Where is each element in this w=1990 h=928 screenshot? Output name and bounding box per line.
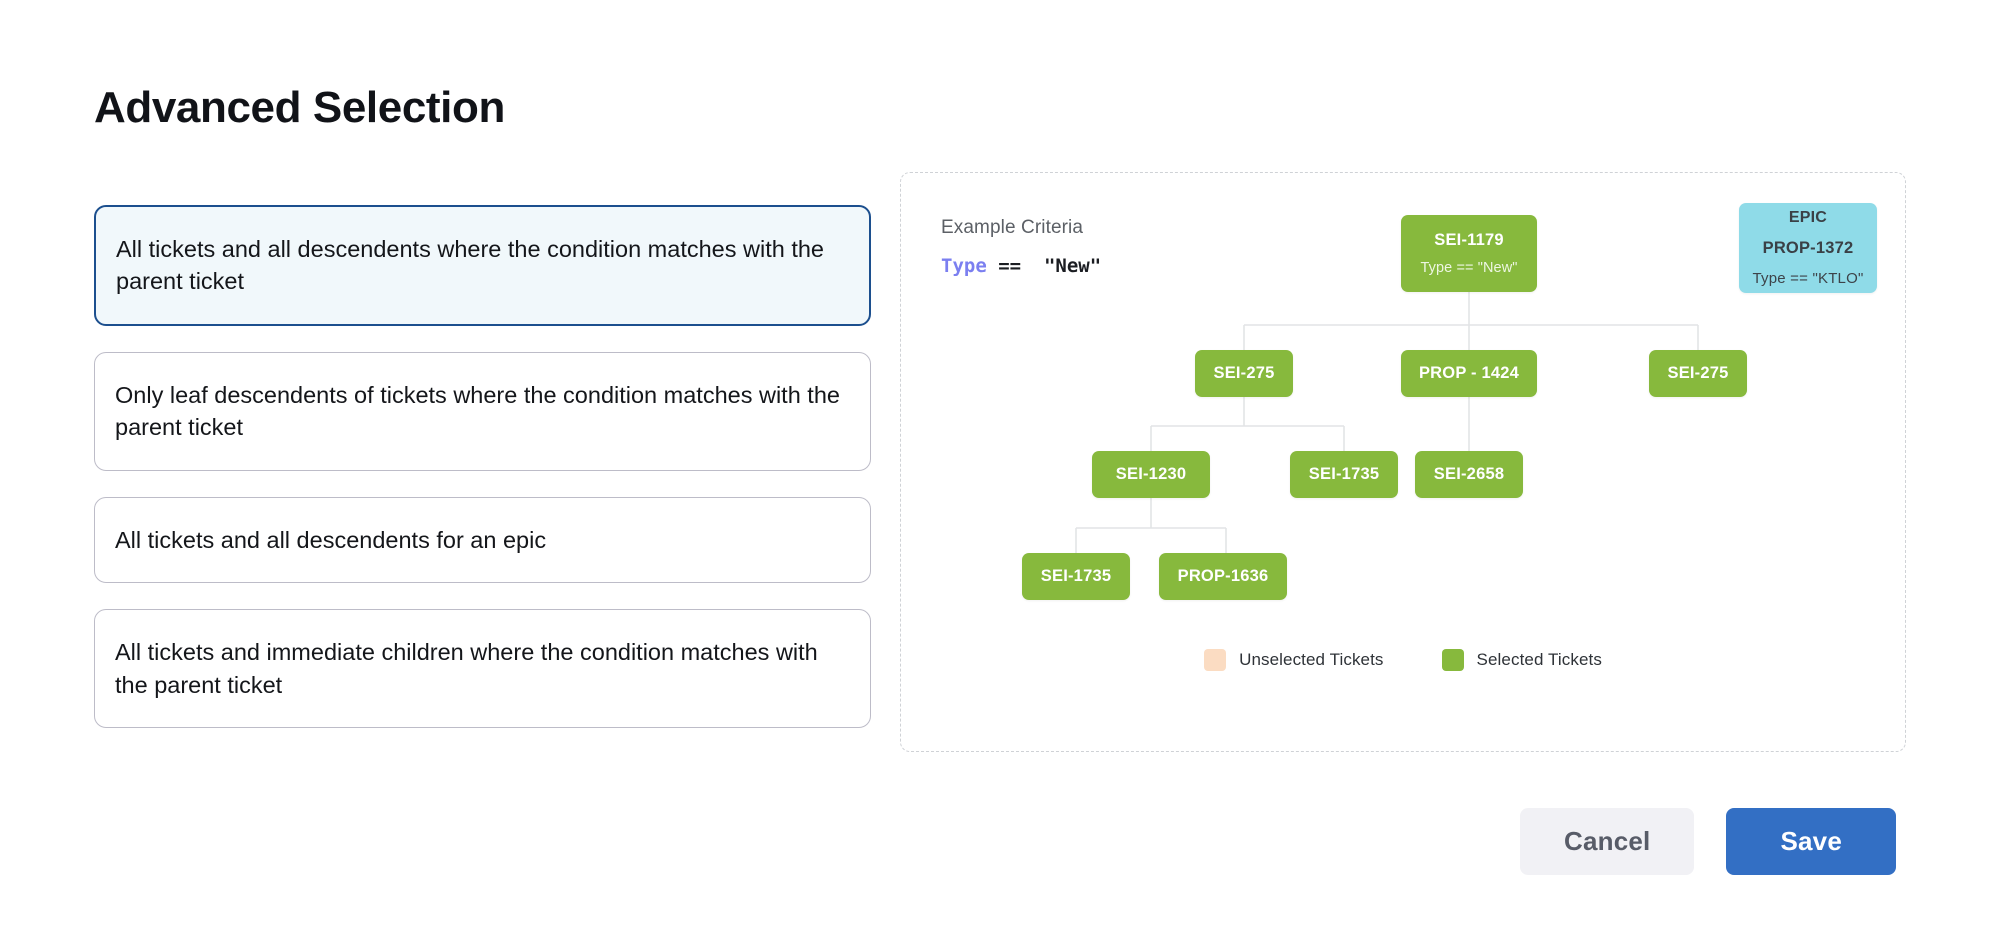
example-diagram-panel: Example Criteria Type == "New" xyxy=(900,172,1906,752)
option-label: Only leaf descendents of tickets where t… xyxy=(115,381,840,441)
node-id: SEI-1230 xyxy=(1115,465,1187,483)
node-sei-275-left[interactable]: SEI-275 xyxy=(1195,350,1293,397)
node-sei-1735-upper[interactable]: SEI-1735 xyxy=(1290,451,1398,498)
option-card-all-descendents[interactable]: All tickets and all descendents where th… xyxy=(94,205,871,326)
node-id: SEI-2658 xyxy=(1433,465,1505,483)
epic-condition: Type == "KTLO" xyxy=(1752,270,1864,287)
node-id: SEI-275 xyxy=(1667,364,1729,382)
legend-item-unselected: Unselected Tickets xyxy=(1204,649,1383,671)
epic-title: EPIC xyxy=(1788,209,1828,226)
footer-actions: Cancel Save xyxy=(1520,808,1896,875)
epic-id: PROP-1372 xyxy=(1762,239,1854,257)
node-id: SEI-1735 xyxy=(1040,567,1112,585)
node-sei-2658[interactable]: SEI-2658 xyxy=(1415,451,1523,498)
node-prop-1636[interactable]: PROP-1636 xyxy=(1159,553,1287,600)
legend-item-selected: Selected Tickets xyxy=(1441,649,1602,671)
legend-swatch-selected-icon xyxy=(1441,649,1464,671)
node-id: PROP - 1424 xyxy=(1418,364,1520,382)
node-sei-1179[interactable]: SEI-1179 Type == "New" xyxy=(1401,215,1537,292)
criteria-operand: == "New" xyxy=(986,255,1102,277)
option-card-immediate-children[interactable]: All tickets and immediate children where… xyxy=(94,609,871,728)
option-label: All tickets and all descendents where th… xyxy=(116,236,825,295)
save-button[interactable]: Save xyxy=(1726,808,1896,875)
tree-connectors xyxy=(1075,292,1699,553)
option-card-leaf-descendents[interactable]: Only leaf descendents of tickets where t… xyxy=(94,351,871,471)
criteria-keyword: Type xyxy=(941,255,987,277)
legend-swatch-unselected-icon xyxy=(1204,649,1227,671)
cancel-button[interactable]: Cancel xyxy=(1520,808,1695,875)
option-label: All tickets and all descendents for an e… xyxy=(115,526,547,553)
node-prop-1424[interactable]: PROP - 1424 xyxy=(1401,350,1537,397)
option-card-epic-descendents[interactable]: All tickets and all descendents for an e… xyxy=(94,496,871,584)
node-sei-275-right[interactable]: SEI-275 xyxy=(1649,350,1747,397)
criteria-expression: Type == "New" xyxy=(941,255,1101,277)
node-id: SEI-275 xyxy=(1213,364,1275,382)
option-label: All tickets and immediate children where… xyxy=(115,639,818,698)
option-list: All tickets and all descendents where th… xyxy=(94,205,871,754)
legend-label: Selected Tickets xyxy=(1476,650,1602,669)
node-sei-1735-lower[interactable]: SEI-1735 xyxy=(1022,553,1130,600)
node-id: SEI-1735 xyxy=(1308,465,1380,483)
node-id: SEI-1179 xyxy=(1434,231,1504,249)
node-id: PROP-1636 xyxy=(1177,567,1269,585)
diagram-legend: Unselected Tickets Selected Tickets xyxy=(901,649,1905,671)
node-condition: Type == "New" xyxy=(1420,260,1518,276)
node-sei-1230[interactable]: SEI-1230 xyxy=(1092,451,1210,498)
criteria-label: Example Criteria xyxy=(941,217,1084,238)
node-epic-prop-1372[interactable]: EPIC PROP-1372 Type == "KTLO" xyxy=(1739,203,1877,293)
page-title: Advanced Selection xyxy=(94,83,505,133)
legend-label: Unselected Tickets xyxy=(1239,650,1384,669)
